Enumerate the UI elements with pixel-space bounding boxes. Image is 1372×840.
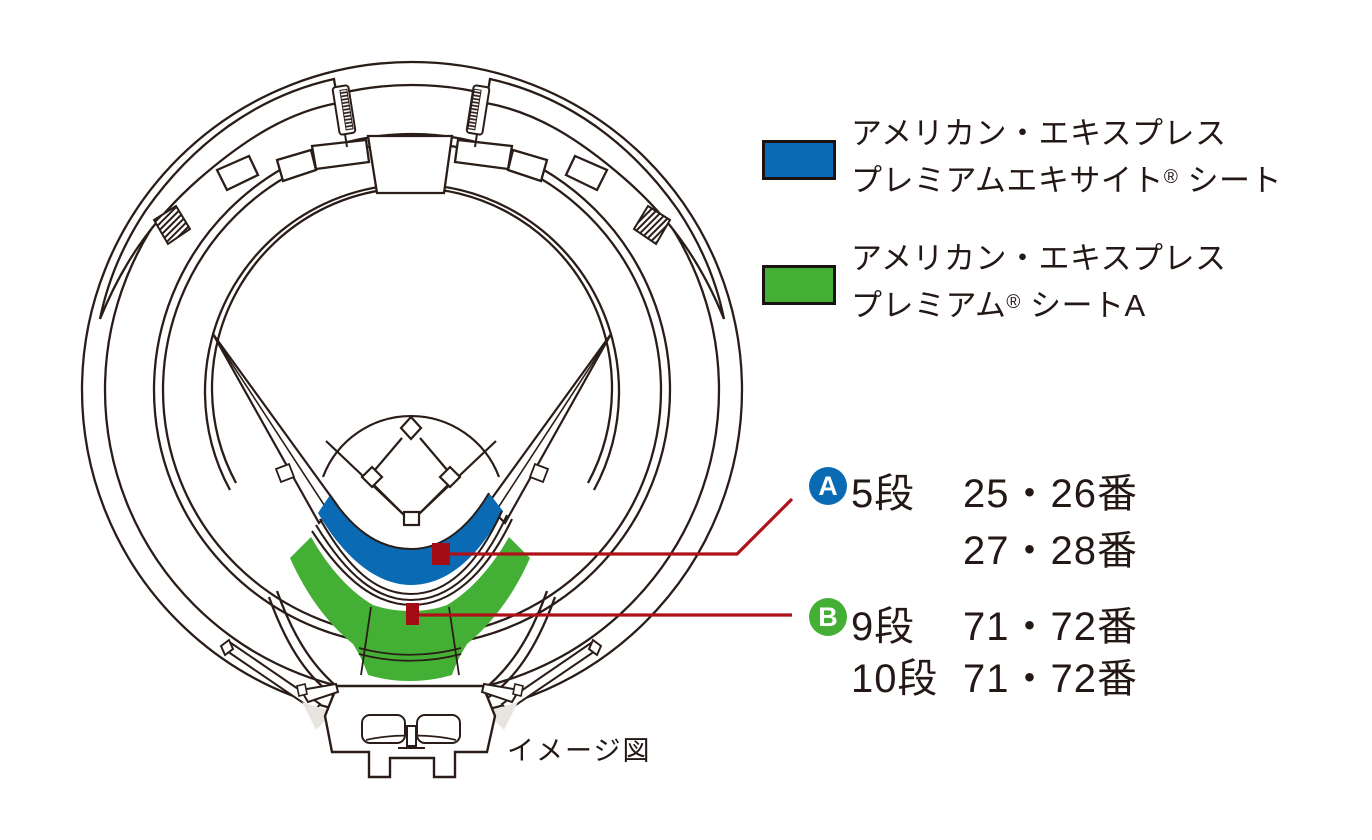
annotation-b-row2-ban: 71・72番	[963, 657, 1138, 701]
seat-marker-a	[432, 543, 450, 565]
legend-swatch-blue	[762, 140, 836, 180]
annotation-b-row1-ban: 71・72番	[963, 605, 1138, 649]
seat-marker-b	[406, 603, 419, 625]
legend-label-green: アメリカン・エキスプレス プレミアム® シートA	[851, 241, 1227, 323]
backstop-building	[296, 682, 524, 779]
badge-b: B	[809, 598, 847, 636]
seat-section-blue	[318, 492, 503, 585]
annotation-a-row2-ban: 27・28番	[963, 529, 1138, 573]
leader-line-a	[449, 497, 794, 556]
gate-hatch-marks	[152, 204, 672, 246]
light-towers	[331, 84, 491, 148]
leader-lines	[406, 497, 794, 625]
annotation-b-row1-dan: 9段	[851, 605, 916, 649]
image-caption: イメージ図	[507, 736, 652, 766]
annotation-b-row2-dan: 10段	[851, 657, 939, 701]
legend-swatch-green	[762, 265, 836, 305]
seat-section-green	[290, 537, 530, 681]
legend-label-blue: アメリカン・エキスプレス プレミアムエキサイト® シート	[851, 116, 1282, 198]
upper-deck-wings	[98, 77, 726, 320]
field-diamond	[321, 415, 501, 527]
scoreboard	[366, 134, 454, 195]
annotation-a-row1-dan: 5段	[851, 472, 916, 516]
annotation-a-row1-ban: 25・26番	[963, 472, 1138, 516]
green-section-lines	[358, 606, 462, 676]
scoreboard-and-boxes	[215, 134, 609, 195]
badge-a: A	[809, 467, 847, 505]
ramp-bands	[219, 638, 603, 713]
